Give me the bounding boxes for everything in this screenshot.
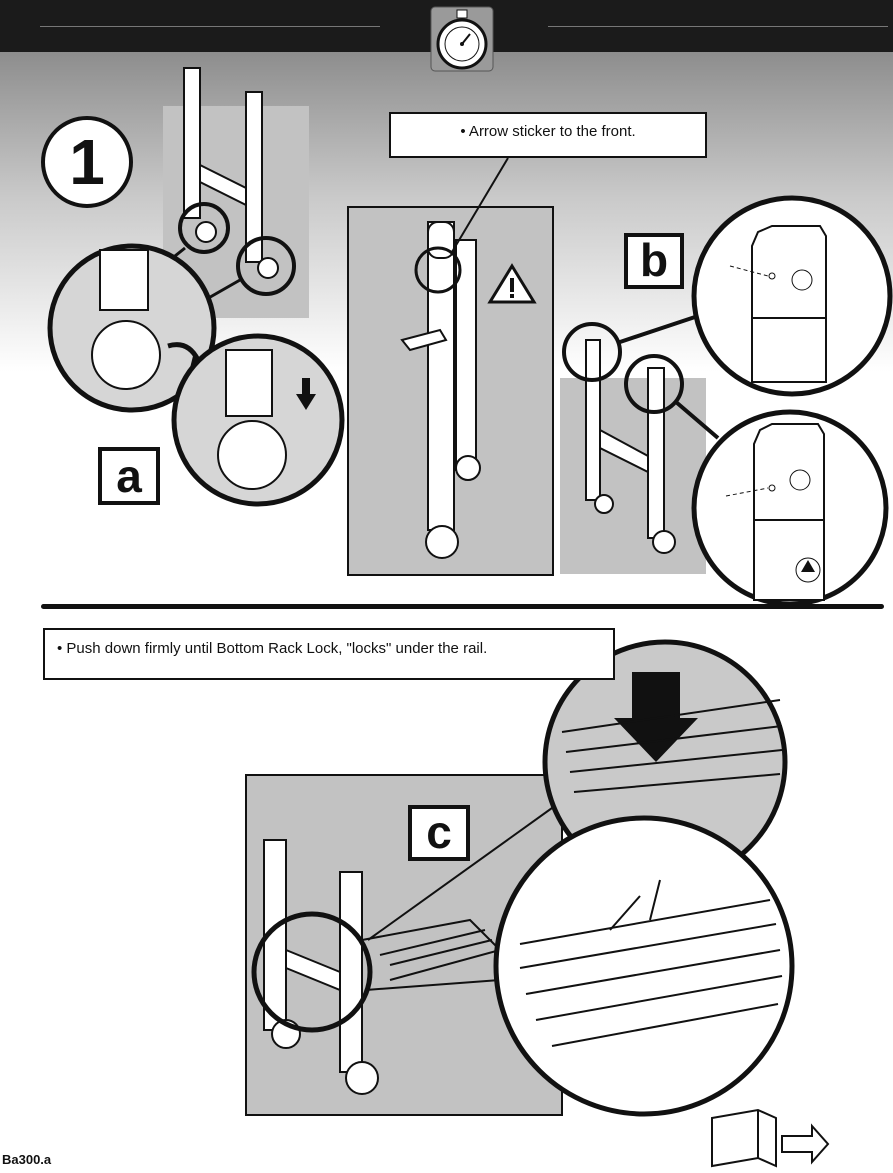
rack-zoom-bottom: [493, 815, 795, 1117]
arrow-sticker-note: • Arrow sticker to the front.: [389, 112, 707, 158]
callout-pointer: [451, 157, 509, 253]
leg-top-zoom-1: [691, 195, 893, 397]
book-next-page-icon: [711, 1108, 830, 1168]
panel-label-a: a: [98, 447, 160, 505]
header-rule-right: [548, 26, 888, 27]
sticker-highlight: [414, 246, 462, 294]
document-code: Ba300.a: [2, 1152, 52, 1167]
warning-triangle-icon: [487, 263, 537, 304]
leg-frame-a: [183, 67, 279, 279]
caster-unlocked-zoom: [47, 243, 217, 413]
stopwatch-icon: [430, 6, 494, 72]
step-number: 1: [41, 116, 133, 208]
leg-top-zoom-2: [691, 409, 889, 607]
panel-label-c: c: [408, 805, 470, 861]
rack-c: [361, 918, 502, 981]
push-down-note: • Push down firmly until Bottom Rack Loc…: [43, 628, 615, 680]
header-rule-left: [40, 26, 380, 27]
panel-label-b: b: [624, 233, 684, 289]
section-divider: [41, 604, 884, 609]
caster-highlight-left: [178, 202, 230, 254]
caster-highlight-right: [236, 236, 296, 296]
caster-locked-zoom: [171, 333, 345, 507]
leg-frame-backdrop-b: [560, 378, 706, 574]
lock-highlight: [251, 911, 373, 1033]
